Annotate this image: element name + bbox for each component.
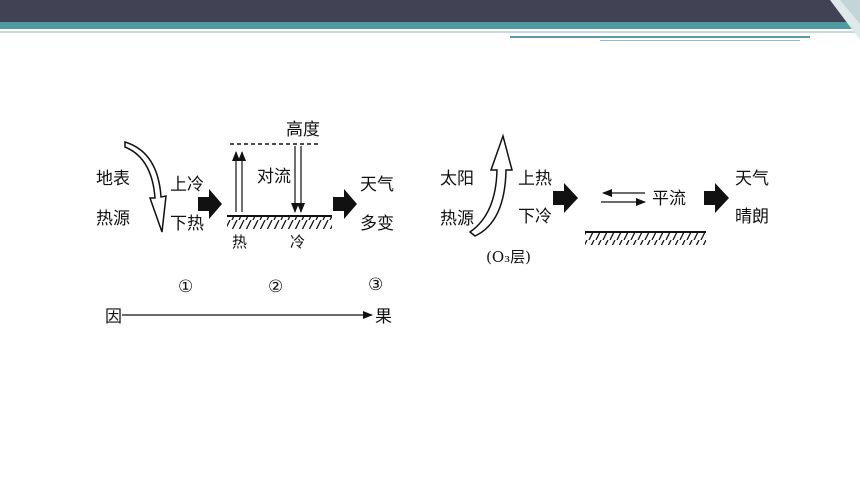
weather-label-line2: 晴朗	[735, 207, 769, 227]
right-diagram: 太阳 热源 (O₃层) 上热 下冷 平流 天气 晴朗	[440, 133, 769, 266]
effect-label: 果	[375, 307, 392, 327]
cold-label: 冷	[290, 233, 305, 251]
ozone-layer-label: (O₃层)	[486, 248, 531, 266]
upper-hot-label: 上热	[518, 169, 552, 189]
lower-cold-label: 下冷	[518, 207, 552, 227]
title-bar	[0, 0, 860, 22]
ground-hatching	[227, 217, 332, 229]
header-accent-band	[0, 22, 860, 29]
right-arrow-icon	[198, 189, 222, 219]
convection-label: 对流	[257, 167, 291, 187]
sun-label-line1: 太阳	[440, 169, 474, 189]
cause-label: 因	[105, 307, 122, 327]
surface-label-line1: 地表	[96, 169, 130, 189]
weather-label-line1: 天气	[360, 175, 394, 195]
surface-label-line2: 热源	[96, 209, 130, 229]
right-arrow-icon	[704, 183, 729, 213]
header-divider	[0, 31, 860, 33]
hot-label: 热	[232, 233, 247, 251]
weather-label-line1: 天气	[735, 169, 769, 189]
right-arrow-icon	[553, 183, 578, 213]
advection-label: 平流	[652, 189, 686, 209]
corner-decoration	[830, 0, 860, 40]
step-3-label: ③	[368, 275, 383, 295]
curved-up-arrow-icon	[468, 133, 513, 237]
decorative-line	[510, 36, 810, 38]
lower-hot-label: 下热	[170, 214, 204, 234]
altitude-label: 高度	[286, 120, 320, 140]
step-1-label: ①	[178, 277, 193, 297]
decorative-line-thin	[600, 40, 800, 41]
sun-label-line2: 热源	[440, 209, 474, 229]
upper-cold-label: 上冷	[170, 175, 204, 195]
left-diagram: 地表 热源 上冷 下热 高度 对流 热 冷 天气 多变 ① ② ③ 因 果	[96, 120, 394, 327]
right-arrow-icon	[333, 189, 357, 219]
ground-hatching	[585, 233, 706, 245]
curved-down-arrow-icon	[124, 140, 167, 233]
step-2-label: ②	[268, 277, 283, 297]
weather-label-line2: 多变	[360, 214, 394, 234]
